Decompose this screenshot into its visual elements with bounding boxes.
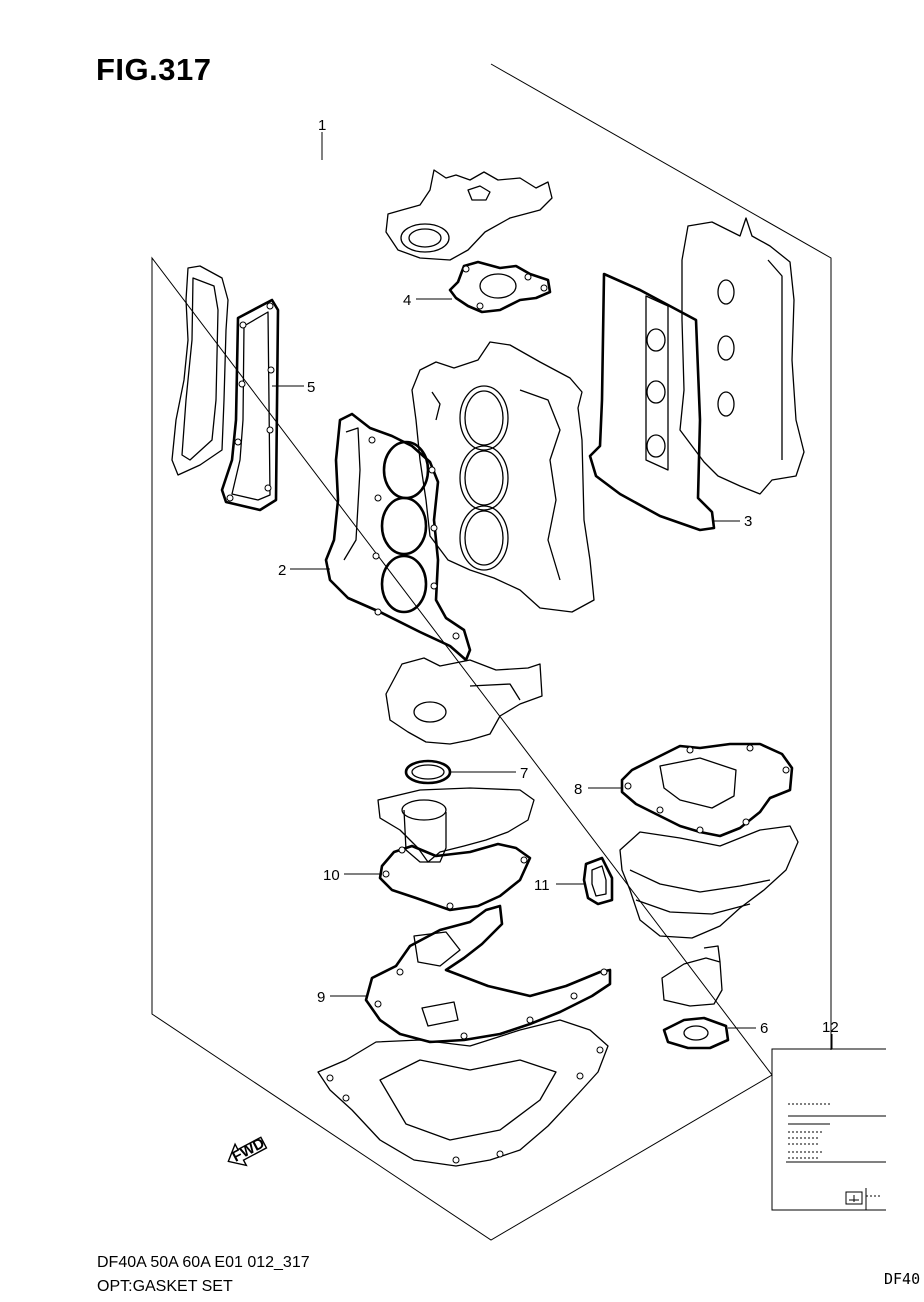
callout-2: 2 <box>278 562 286 579</box>
callout-11: 11 <box>534 877 550 894</box>
kit-outline <box>151 63 832 1241</box>
callout-4: 4 <box>403 292 411 309</box>
callout-5: 5 <box>307 379 315 396</box>
section-caption: OPT:GASKET SET <box>97 1278 233 1295</box>
callout-12: 12 <box>822 1019 839 1036</box>
callout-8: 8 <box>574 781 582 798</box>
callout-10: 10 <box>323 867 340 884</box>
part-6-gasket <box>662 1016 730 1050</box>
callout-6: 6 <box>760 1020 768 1037</box>
part-10-gasket <box>378 842 532 912</box>
part-2-head-gasket <box>324 412 472 662</box>
part-4-gasket <box>448 260 552 314</box>
corner-model-code: DF40 <box>884 1270 921 1288</box>
part-head-cover <box>679 217 805 495</box>
part-12-instruction-sheet <box>771 1048 886 1211</box>
fwd-arrow-label: FWD <box>229 1135 267 1166</box>
leader-lines <box>272 132 833 1049</box>
model-caption: DF40A 50A 60A E01 012_317 <box>97 1254 310 1271</box>
callout-3: 3 <box>744 513 752 530</box>
figure-title: FIG.317 <box>96 52 212 87</box>
part-timing-cover <box>385 169 553 261</box>
part-manifold-gaskets <box>171 265 280 512</box>
callout-7: 7 <box>520 765 528 782</box>
part-11-gasket <box>582 856 614 906</box>
part-3-cover-gasket <box>588 272 716 532</box>
part-cylinder-block <box>411 341 595 613</box>
part-upper-case <box>377 787 535 863</box>
callout-1: 1 <box>318 117 326 134</box>
part-small-cover <box>661 945 723 1007</box>
part-8-gasket <box>620 742 794 838</box>
callout-9: 9 <box>317 989 325 1006</box>
part-7-o-ring <box>404 759 452 785</box>
callout-labels: 1 2 3 4 5 6 7 8 9 10 11 12 <box>278 117 839 1037</box>
part-9-gasket <box>364 904 612 1044</box>
fwd-arrow-icon: FWD <box>227 1135 268 1167</box>
part-oil-pump-housing <box>385 657 543 745</box>
part-oil-pan <box>619 825 799 939</box>
part-lower-gasket <box>317 1019 609 1167</box>
